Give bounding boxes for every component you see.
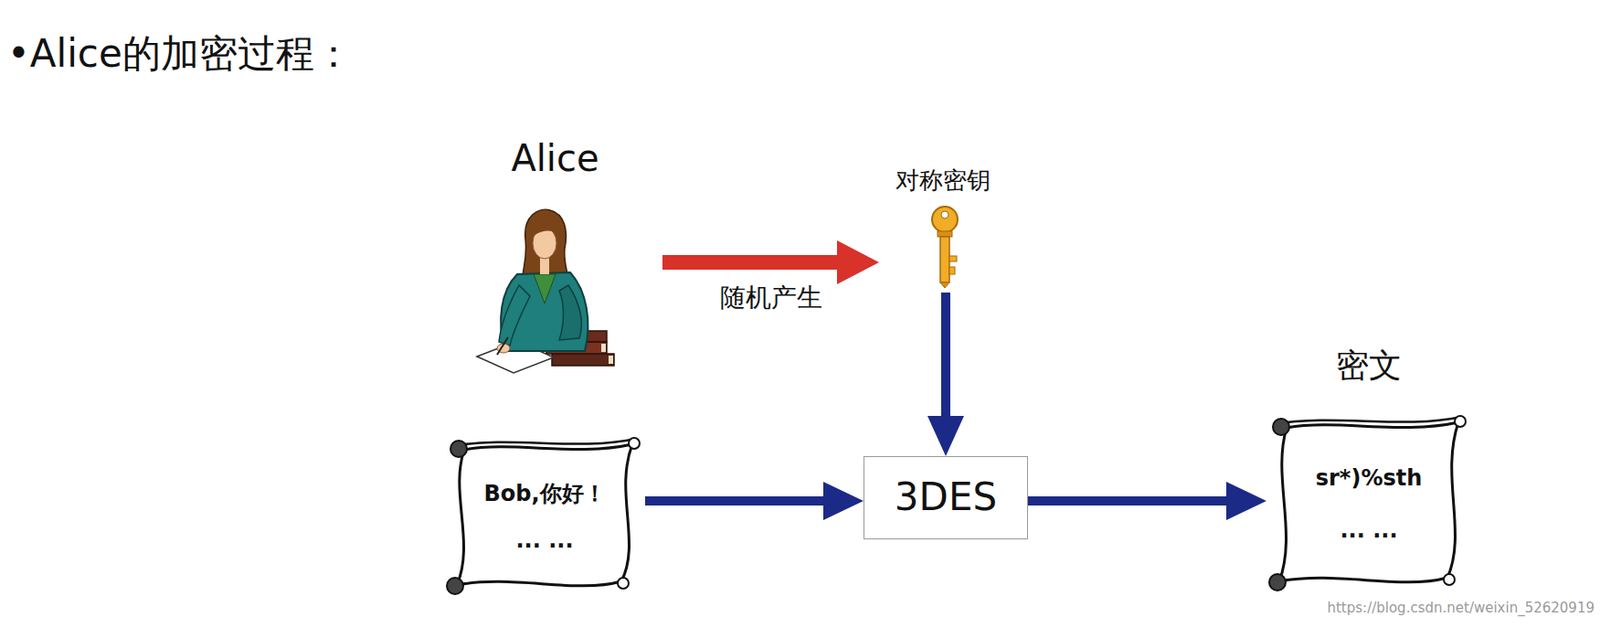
scroll-outline: [1279, 422, 1459, 583]
node-text: ... ...: [1339, 517, 1398, 544]
scroll-body: Bob,你好！ ... ...: [444, 433, 646, 602]
node-text: ... ...: [515, 527, 573, 554]
node-text: Alice: [510, 136, 599, 181]
arrow-shaft: [662, 254, 839, 270]
scroll-shape: [444, 433, 646, 602]
scroll-curl: [446, 577, 464, 594]
key-node: 对称密钥: [879, 162, 1007, 293]
cipher-box: 3DES: [863, 455, 1028, 540]
scroll-roll: [1273, 416, 1463, 424]
scroll-shape: [1266, 411, 1472, 598]
scroll-heading: 密文: [1266, 319, 1472, 412]
scroll-body: sr*)%sth ... ...: [1266, 411, 1472, 598]
node-text: 密文: [1335, 345, 1402, 385]
scroll-curl: [617, 577, 629, 589]
key-icon: [932, 206, 958, 288]
watermark: https://blog.csdn.net/weixin_52620919: [1326, 599, 1595, 616]
scroll-curl: [450, 440, 467, 457]
arrow-connector: [662, 240, 880, 285]
ciphertext-scroll: 密文 sr*)%sth ... ...: [1266, 319, 1472, 598]
scroll-curl: [1272, 418, 1290, 435]
scroll-text-area: Bob,你好！ ... ...: [444, 433, 646, 602]
node-text: Bob,你好！: [483, 480, 605, 508]
arrow-head: [1226, 481, 1267, 520]
scroll-text-area: sr*)%sth ... ...: [1266, 411, 1472, 598]
alice-figure: [476, 209, 615, 373]
scroll-curl: [628, 437, 640, 449]
arrow-connector: [645, 481, 864, 520]
actor-figure: Alice: [447, 132, 663, 375]
arrow-head: [927, 415, 965, 456]
arrow-connector: [927, 292, 965, 456]
node-text: 3DES: [894, 474, 997, 520]
scroll-curl: [1454, 415, 1466, 427]
arrow-shaft: [645, 496, 826, 506]
edge-label: 随机产生: [717, 282, 826, 314]
arrow-shaft: [1027, 496, 1229, 506]
arrow-head: [823, 481, 864, 520]
node-text: 对称密钥: [895, 166, 991, 195]
node-text: sr*)%sth: [1315, 465, 1423, 492]
slide-title: •Alice的加密过程：: [7, 31, 353, 77]
scroll-outline: [456, 444, 633, 586]
arrow-head: [837, 240, 880, 285]
arrow-shaft: [941, 292, 951, 418]
scroll-curl: [1269, 573, 1286, 591]
scroll-curl: [1443, 573, 1455, 585]
scroll-roll: [451, 438, 636, 446]
arrow-connector: [1027, 481, 1267, 520]
plaintext-scroll: Bob,你好！ ... ...: [444, 433, 646, 602]
